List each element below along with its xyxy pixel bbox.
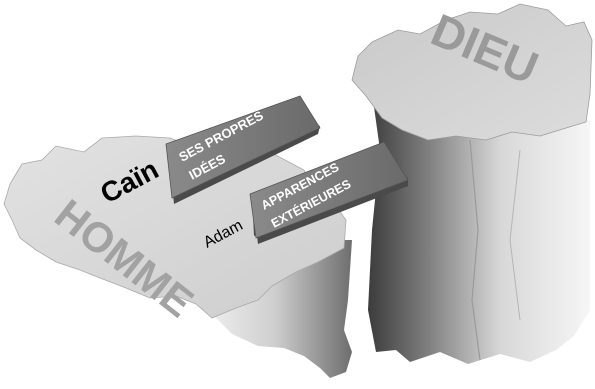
- illustration-canvas: DIEU HOMME SES PROPRES IDÉES Caïn APPARE…: [0, 0, 595, 384]
- cliffs-illustration: DIEU HOMME SES PROPRES IDÉES Caïn APPARE…: [0, 0, 595, 384]
